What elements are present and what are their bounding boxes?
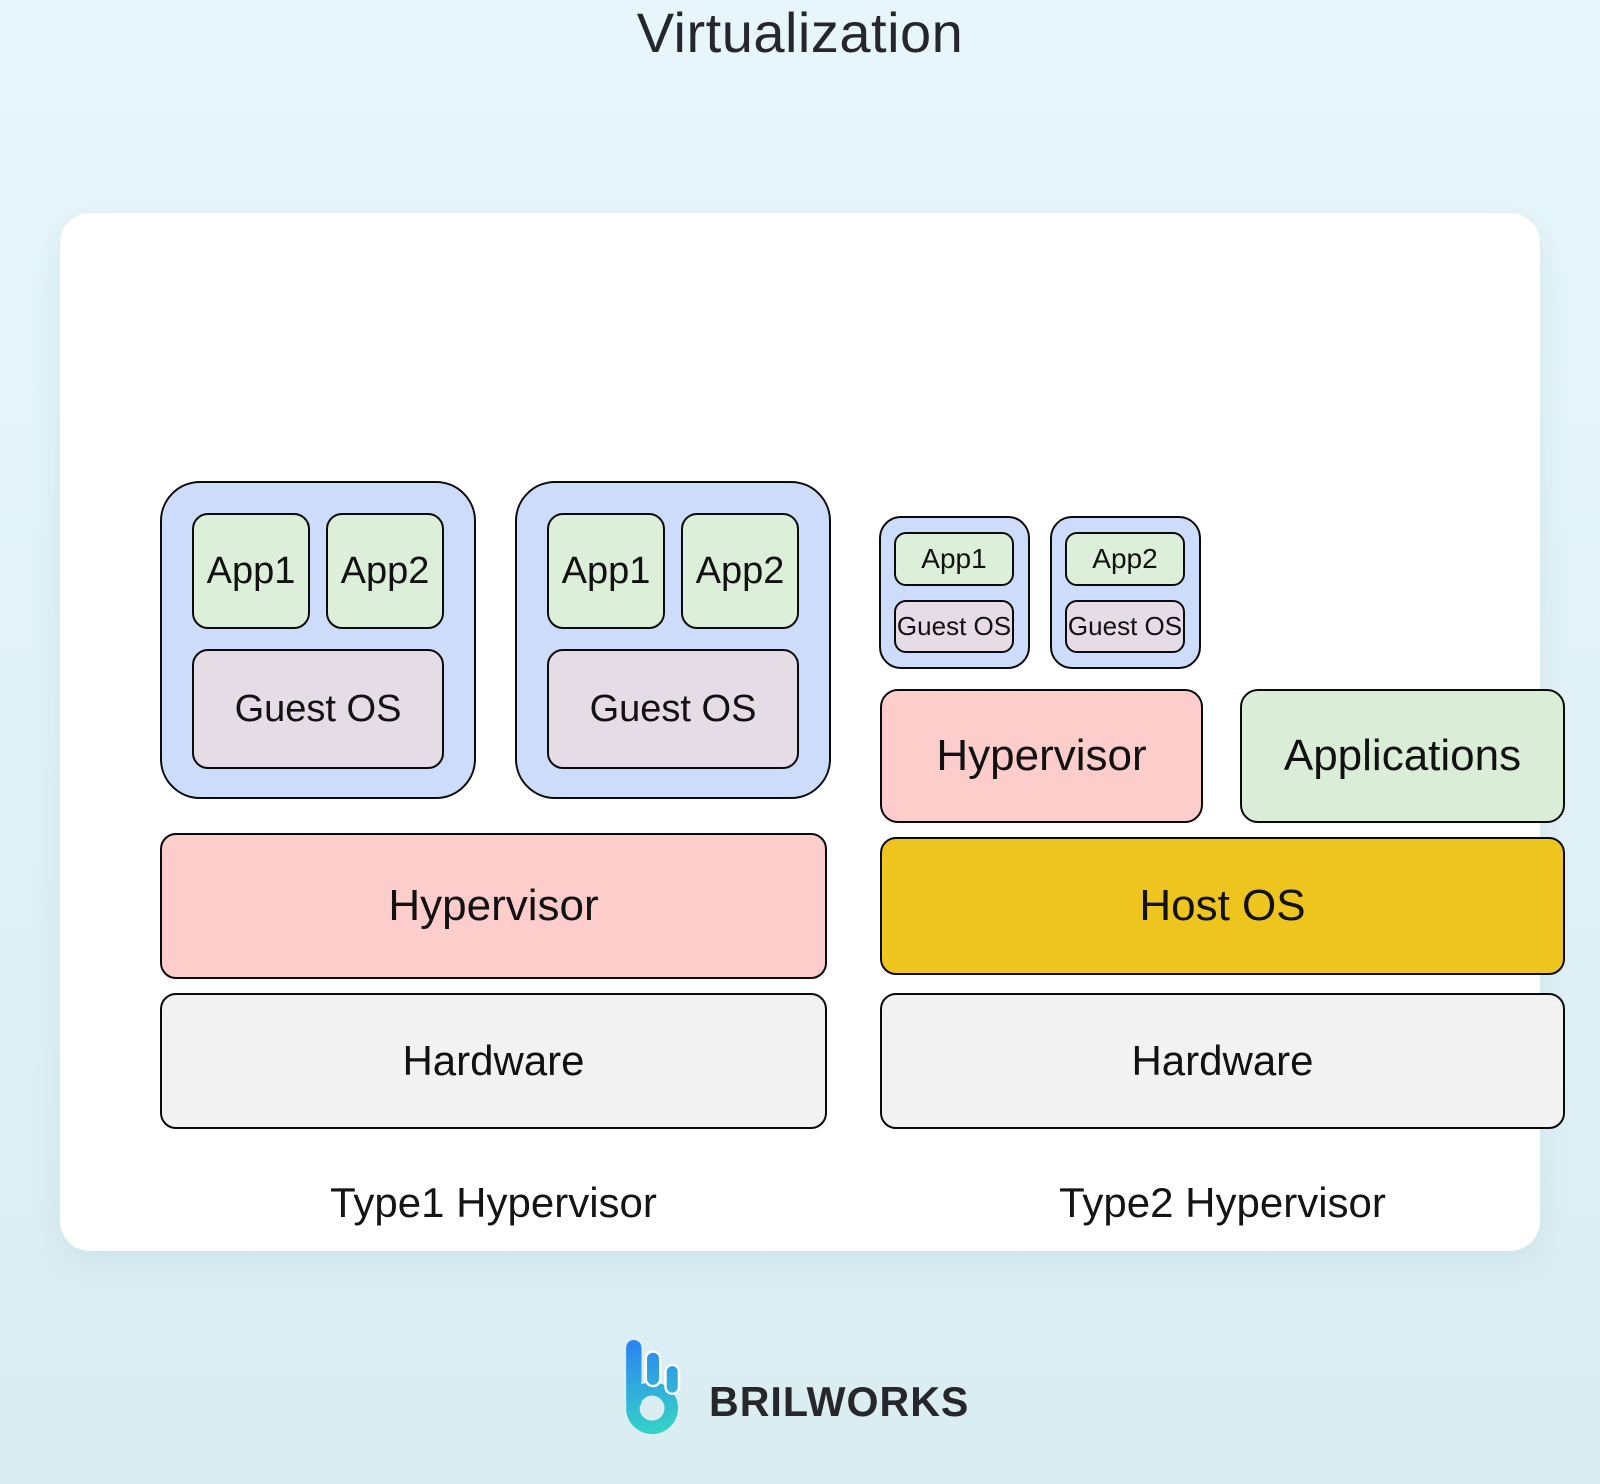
type2-hypervisor-layer: Hypervisor [880, 689, 1203, 823]
app-box: App1 [894, 532, 1014, 586]
app-box: App2 [681, 513, 799, 629]
guest-os-box: Guest OS [192, 649, 444, 769]
app-box: App2 [1065, 532, 1185, 586]
diagram-card: App1 App2 Guest OS App1 App2 Guest OS Hy… [60, 213, 1565, 1251]
type2-vm-1: App1 Guest OS [879, 516, 1030, 669]
guest-os-box: Guest OS [894, 600, 1014, 653]
diagram-title: Virtualization [636, 1, 964, 64]
app-box: App1 [547, 513, 665, 629]
type1-hardware-layer: Hardware [160, 993, 827, 1129]
type1-vm-1: App1 App2 Guest OS [160, 481, 476, 799]
type2-hardware-layer: Hardware [880, 993, 1565, 1129]
brilworks-logo: BRILWORKS [0, 1326, 1600, 1436]
type1-vm-2: App1 App2 Guest OS [515, 481, 831, 799]
guest-os-box: Guest OS [1065, 600, 1185, 653]
type2-applications-box: Applications [1240, 689, 1565, 823]
type2-host-os-layer: Host OS [880, 837, 1565, 975]
app-box: App1 [192, 513, 310, 629]
brand-text: BRILWORKS [709, 1378, 970, 1425]
type2-label: Type2 Hypervisor [1059, 1179, 1386, 1226]
app-box: App2 [326, 513, 444, 629]
type1-hypervisor-layer: Hypervisor [160, 833, 827, 979]
type1-label: Type1 Hypervisor [330, 1179, 657, 1226]
type2-vm-2: App2 Guest OS [1050, 516, 1201, 669]
brilworks-b-icon [626, 1340, 681, 1435]
guest-os-box: Guest OS [547, 649, 799, 769]
